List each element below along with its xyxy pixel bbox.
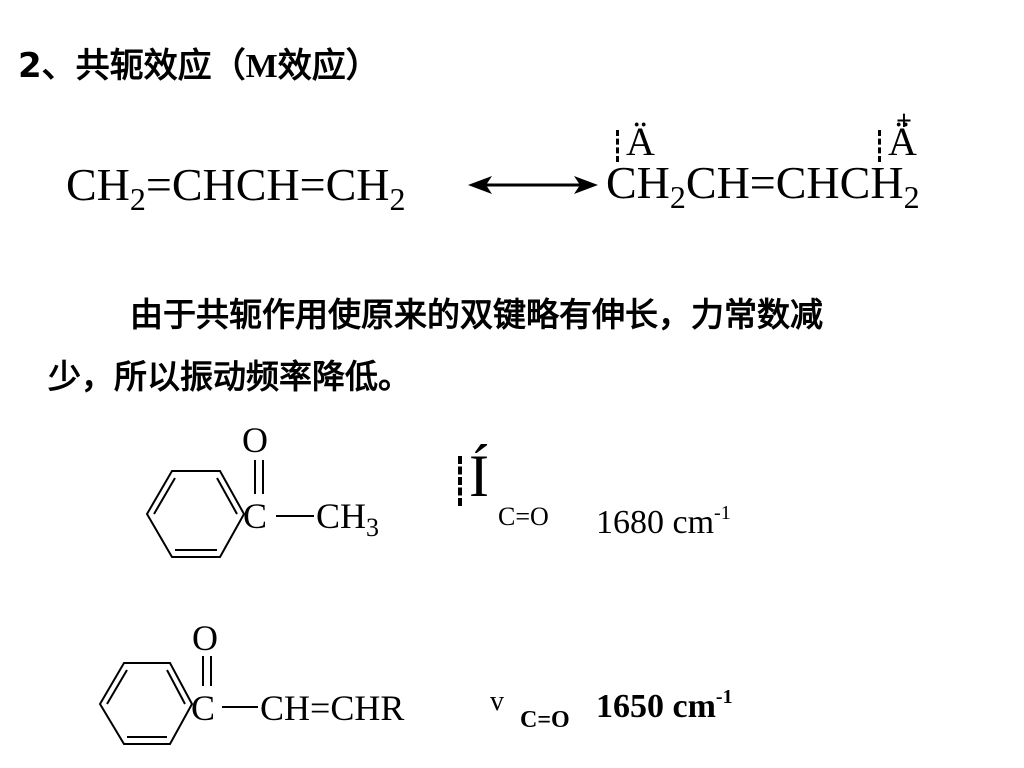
- heading-prefix: 2、共轭效应（: [18, 46, 246, 86]
- benzene-ring-icon: [145, 470, 246, 558]
- frequency-superscript: -1: [715, 686, 733, 708]
- formula-subscript: 2: [669, 179, 686, 215]
- formula-part: CH: [606, 157, 670, 208]
- glyph-text: Ä: [626, 119, 655, 164]
- benzene-ring-icon: [98, 662, 194, 745]
- single-bond-icon: [222, 706, 258, 708]
- nu-symbol-1: Í: [458, 446, 489, 506]
- nu-symbol-2: v: [490, 686, 504, 717]
- nu-glyph: Í: [469, 443, 489, 509]
- dashed-bar-icon: [878, 129, 884, 162]
- carbonyl-oxygen: O: [192, 618, 218, 658]
- frequency-value: 1680 cm: [596, 504, 715, 541]
- butadiene-formula: CH2=CHCH=CH2: [66, 159, 406, 216]
- section-heading: 2、共轭效应（M效应）: [18, 38, 380, 87]
- nu-subscript-2: C=O: [520, 707, 570, 733]
- nu-subscript-1: C=O: [498, 502, 549, 531]
- carbonyl-carbon: C: [243, 496, 268, 536]
- frequency-2: 1650 cm-1: [596, 687, 733, 725]
- charge-separated-formula: CH2CH=CHCH2: [606, 157, 920, 214]
- methyl-group: CH3: [316, 496, 379, 541]
- formula-part: CH=CHCH: [685, 157, 904, 208]
- formula-subscript: 2: [389, 181, 406, 217]
- paragraph-line-1: 由于共轭作用使原来的双键略有伸长，力常数减: [130, 295, 823, 334]
- charge-glyph-left: Ä: [616, 122, 655, 162]
- formula-part: =CHCH=CH: [145, 159, 390, 210]
- glyph-text: Ä: [888, 119, 917, 164]
- charge-glyph-right: Ä: [878, 122, 917, 162]
- carbonyl-carbon: C: [191, 688, 216, 728]
- formula-subscript: 2: [903, 179, 920, 215]
- single-bond-icon: [276, 515, 314, 517]
- formula-subscript: 2: [129, 181, 146, 217]
- dashed-bar-icon: [458, 456, 465, 506]
- methyl-subscript: 3: [366, 513, 380, 542]
- plus-charge-icon: +: [896, 106, 912, 137]
- methyl-text: CH: [316, 496, 367, 536]
- carbonyl-oxygen: O: [242, 420, 268, 460]
- paragraph-line-2: 少，所以振动频率降低。: [48, 357, 411, 396]
- vinyl-chain: CH=CHR: [260, 688, 405, 728]
- double-bond-icon: [202, 656, 212, 686]
- frequency-superscript: -1: [714, 502, 731, 524]
- heading-m: M: [245, 48, 278, 85]
- frequency-1: 1680 cm-1: [596, 503, 731, 541]
- frequency-value: 1650 cm: [596, 688, 716, 725]
- resonance-arrow-icon: [468, 176, 598, 194]
- dashed-bar-icon: [616, 129, 622, 162]
- formula-part: CH: [66, 159, 130, 210]
- double-bond-icon: [254, 460, 264, 494]
- heading-suffix: 效应）: [277, 46, 380, 86]
